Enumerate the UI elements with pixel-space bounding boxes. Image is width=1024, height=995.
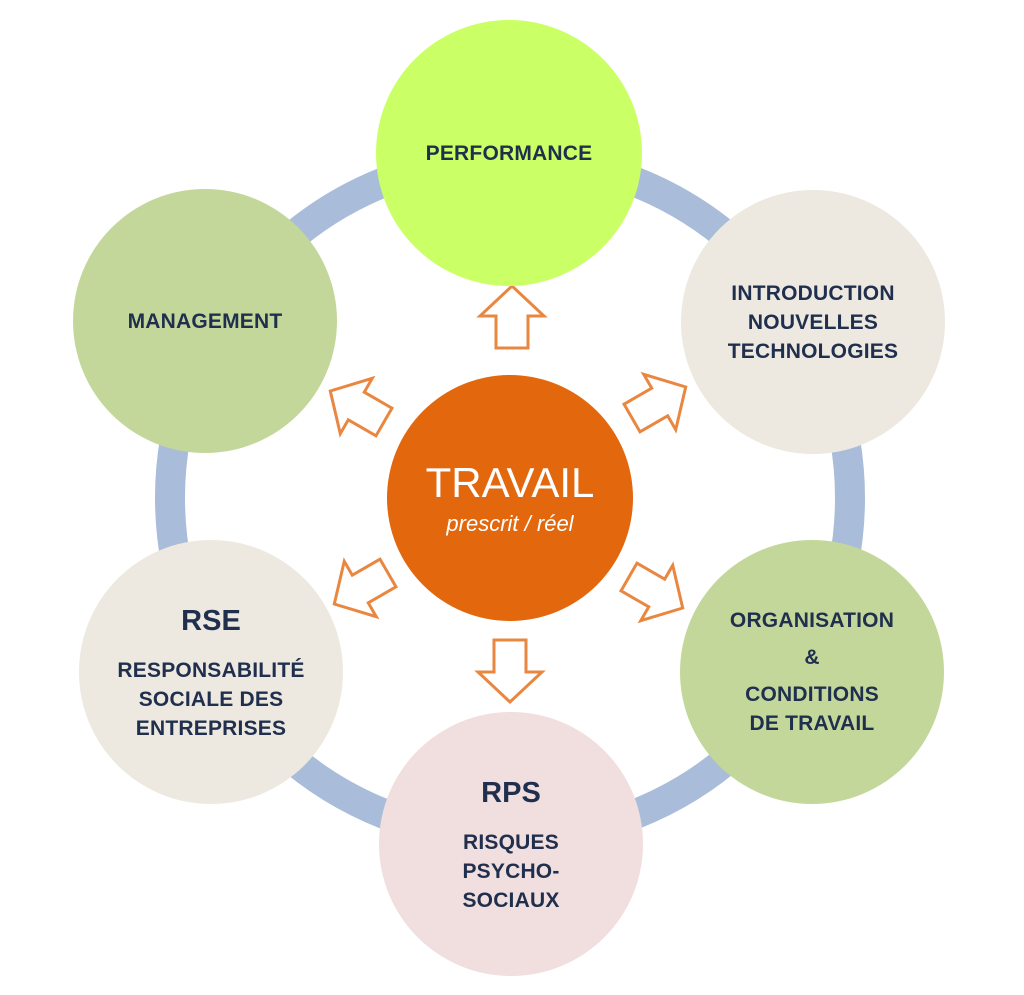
node-management: MANAGEMENT bbox=[73, 189, 337, 453]
introduction-label-line-1: INTRODUCTION bbox=[731, 281, 895, 305]
organisation-label-line-3: CONDITIONS bbox=[745, 683, 879, 706]
organisation-label-line-1: ORGANISATION bbox=[729, 609, 895, 632]
performance-label-line-1: PERFORMANCE bbox=[425, 141, 593, 165]
center-title: TRAVAIL bbox=[425, 459, 595, 506]
arrow-to-management bbox=[328, 375, 395, 438]
rps-abbreviation: RPS bbox=[481, 776, 541, 809]
node-introduction-nouvelles-technologies: INTRODUCTION NOUVELLES TECHNOLOGIES bbox=[681, 190, 945, 454]
rps-label-line-3: SOCIAUX bbox=[462, 888, 560, 912]
arrow-to-organisation bbox=[618, 561, 685, 624]
management-label-line-1: MANAGEMENT bbox=[127, 309, 283, 333]
arrow-to-performance bbox=[476, 283, 548, 350]
rse-label-line-2: SOCIALE DES bbox=[138, 687, 284, 711]
arrow-to-introduction bbox=[621, 371, 688, 434]
center-node-travail: TRAVAIL prescrit / réel bbox=[387, 375, 633, 621]
rps-label-line-2: PSYCHO- bbox=[462, 859, 560, 883]
arrow-to-rps bbox=[474, 638, 546, 705]
node-organisation-conditions-travail: ORGANISATION & CONDITIONS DE TRAVAIL bbox=[680, 540, 944, 804]
arrows-group bbox=[328, 283, 688, 705]
introduction-label-line-3: TECHNOLOGIES bbox=[727, 339, 899, 363]
node-rps: RPS RISQUES PSYCHO- SOCIAUX bbox=[379, 712, 643, 976]
rse-abbreviation: RSE bbox=[181, 604, 241, 637]
rse-label-line-1: RESPONSABILITÉ bbox=[117, 658, 305, 682]
organisation-label-ampersand: & bbox=[804, 646, 820, 669]
center-subtitle: prescrit / réel bbox=[446, 511, 574, 536]
introduction-label-line-2: NOUVELLES bbox=[747, 310, 879, 334]
rps-label-line-1: RISQUES bbox=[463, 830, 559, 854]
node-performance: PERFORMANCE bbox=[376, 20, 642, 286]
arrow-to-rse bbox=[332, 557, 399, 620]
node-rse: RSE RESPONSABILITÉ SOCIALE DES ENTREPRIS… bbox=[79, 540, 343, 804]
rse-label-line-3: ENTREPRISES bbox=[135, 716, 287, 740]
organisation-label-line-4: DE TRAVAIL bbox=[749, 712, 875, 735]
